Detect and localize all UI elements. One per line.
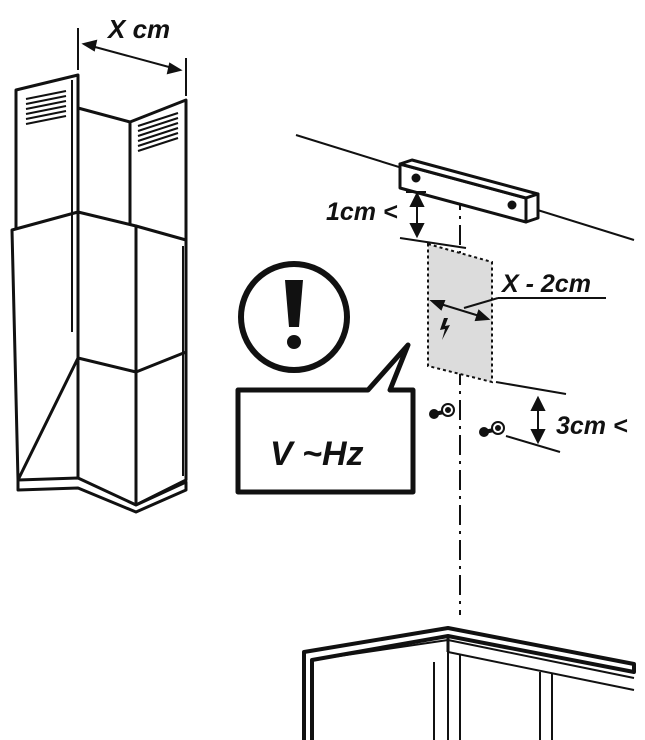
wall-plug-right — [479, 421, 505, 437]
chimney-width-dimension — [77, 28, 187, 96]
chimney-bottom-rim — [16, 476, 188, 514]
chimney-vent-left — [25, 90, 67, 125]
ceiling-bracket — [398, 158, 540, 224]
screw-gap-dimension — [495, 381, 567, 453]
bracket-gap-dimension — [399, 191, 467, 249]
exclamation-circle-icon — [238, 261, 350, 373]
wall-plug-left — [429, 403, 455, 419]
socket-width-label: X - 2cm — [500, 270, 591, 298]
lower-chimney-left-face — [10, 210, 80, 482]
screw-gap-label: 3cm < — [556, 412, 628, 440]
socket-area — [427, 242, 493, 384]
cooker-hood-top — [302, 626, 636, 740]
chimney-width-label: X cm — [106, 14, 170, 44]
socket-width-dimension — [429, 297, 606, 322]
supply-rating-label: V ~Hz — [270, 435, 364, 473]
chimney-vent-right — [137, 112, 179, 152]
chimney-seam — [77, 350, 187, 374]
lower-chimney-side-face — [134, 224, 188, 507]
chimney-assembly — [10, 73, 188, 514]
supply-rating-callout — [235, 342, 416, 495]
lightning-bolt-icon — [440, 318, 450, 340]
bracket-gap-label: 1cm < — [326, 198, 398, 226]
lower-chimney-right-face — [76, 210, 138, 507]
